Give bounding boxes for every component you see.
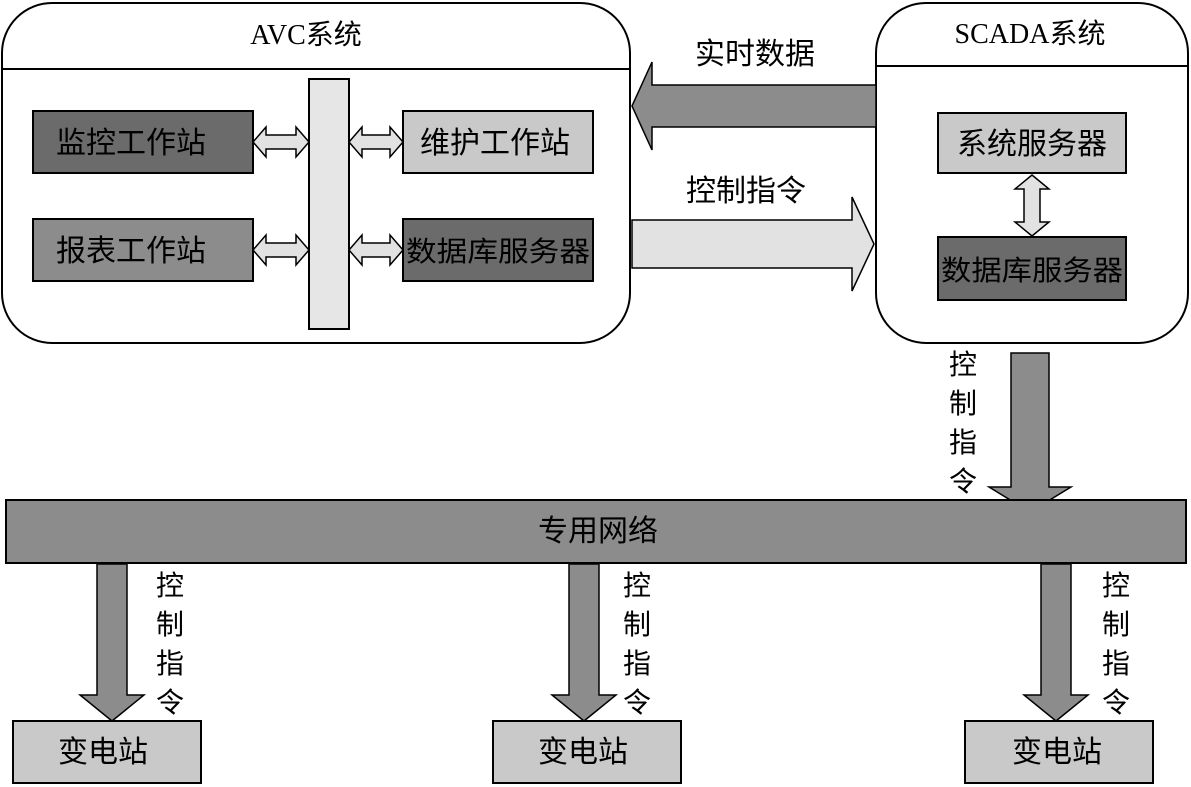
control-command-label: 控制指令 [686,174,806,209]
avc-system-title: AVC系统 [250,19,362,51]
monitor-workstation-box [32,110,254,174]
maintenance-workstation-box [402,110,594,174]
substation-3-box [964,720,1154,784]
maintenance-bus-double-arrow [348,124,404,160]
report-workstation-label: 报表工作站 [56,234,206,269]
scada-cmd-char-3: 指 [949,426,977,459]
report-workstation-box [32,218,254,282]
avc-system: AVC系统 监控工作站 维护工作站 报表工作站 数据库服务器 [1,2,631,344]
scada-to-network-arrow [986,352,1074,513]
scada-to-network-link: 控 制 指 令 [949,348,1074,513]
scada-system: SCADA系统 系统服务器 数据库服务器 [875,2,1189,344]
substation-3-cmd-char-3: 指 [1102,647,1130,680]
substation-1-label: 变电站 [58,735,148,770]
substation-3-cmd-char-2: 制 [1102,608,1130,641]
scada-cmd-char-4: 令 [949,465,977,498]
realtime-data-arrow [631,61,877,151]
avc-internal-bus [308,78,350,330]
substation-2-cmd-char-2: 制 [623,608,651,641]
monitor-workstation-label: 监控工作站 [56,126,206,161]
substation-2-label: 变电站 [538,735,628,770]
substation-2-box [492,720,682,784]
private-network-bar [5,499,1187,564]
substation-3-link: 控 制 指 令 [1021,563,1130,722]
scada-database-server-label: 数据库服务器 [941,254,1123,287]
substation-1-cmd-char-2: 制 [156,608,184,641]
substation-1-link: 控 制 指 令 [77,563,184,722]
substation-2: 变电站 [492,720,682,784]
scada-database-server-box [937,236,1127,301]
avc-database-server-label: 数据库服务器 [406,235,590,268]
control-command-link: 控制指令 [631,174,875,292]
substation-3-cmd-char-1: 控 [1102,569,1130,602]
substation-2-link: 控 制 指 令 [549,563,651,722]
realtime-data-link: 实时数据 [631,37,877,151]
substation-3-label: 变电站 [1012,735,1102,770]
system-server-box [937,112,1127,174]
control-command-arrow [631,196,875,292]
database-bus-double-arrow [348,232,404,268]
monitor-bus-double-arrow [252,124,310,160]
scada-cmd-char-1: 控 [949,348,977,381]
private-network-label: 专用网络 [538,514,658,549]
scada-vertical-double-arrow [1012,174,1052,237]
substation-3-arrow [1021,563,1091,722]
substation-3-cmd-char-4: 令 [1102,686,1130,719]
scada-system-title: SCADA系统 [955,18,1106,50]
substation-2-cmd-char-4: 令 [623,686,651,719]
realtime-data-label: 实时数据 [695,37,815,72]
report-bus-double-arrow [252,232,310,268]
substation-1-arrow [77,563,147,722]
substation-1-cmd-char-1: 控 [156,569,184,602]
substation-1-box [12,720,202,784]
maintenance-workstation-label: 维护工作站 [420,126,570,161]
substation-2-cmd-char-1: 控 [623,569,651,602]
substation-2-cmd-char-3: 指 [623,647,651,680]
substation-1-cmd-char-4: 令 [156,686,184,719]
substation-1-cmd-char-3: 指 [156,647,184,680]
private-network: 专用网络 [5,499,1187,564]
substation-2-arrow [549,563,619,722]
scada-cmd-char-2: 制 [949,387,977,420]
substation-3: 变电站 [964,720,1154,784]
substation-1: 变电站 [12,720,202,784]
system-server-label: 系统服务器 [957,127,1107,162]
